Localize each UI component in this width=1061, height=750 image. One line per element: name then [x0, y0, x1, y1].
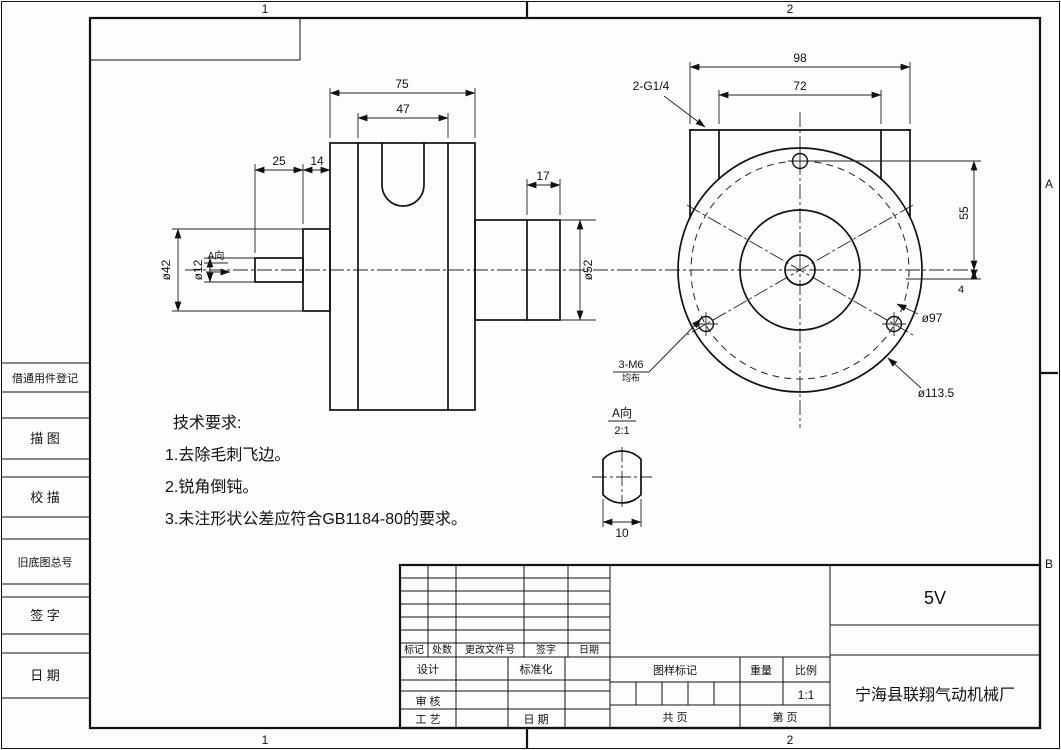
zone-right-a: A: [1045, 177, 1053, 191]
tb-date2: 日 期: [523, 713, 548, 726]
tech-req-title: 技术要求:: [173, 414, 241, 432]
tb-weight: 重量: [750, 663, 772, 677]
tb-part-code: 5V: [924, 588, 946, 608]
dim-dia113: ø113.5: [918, 386, 955, 400]
tb-total-pages: 共 页: [662, 711, 687, 724]
dim-14: 14: [310, 154, 324, 168]
dim-dia52: ø52: [581, 259, 595, 280]
zone-right-b: B: [1045, 557, 1053, 571]
tb-file: 更改文件号: [465, 643, 515, 656]
margin-old-no-label: 旧底图总号: [18, 555, 73, 569]
front-center-hole: [784, 254, 816, 286]
side-view-dimensions: 75 47 25 14 17 ø42 ø12 ø52 A向: [159, 77, 596, 321]
tb-company-name: 宁海县联翔气动机械厂: [855, 686, 1015, 704]
tech-req-line-1: 1.去除毛刺飞边。: [165, 446, 290, 464]
side-left-stub: [254, 257, 304, 283]
dim-47: 47: [396, 102, 410, 116]
view-a-label: A向: [208, 249, 225, 262]
dim-dia12: ø12: [191, 259, 205, 280]
dim-dia97: ø97: [922, 311, 943, 325]
detail-label: A向: [612, 405, 632, 420]
side-view-outline: [254, 142, 561, 411]
label-ports: 2-G1/4: [633, 79, 670, 93]
side-main-body: [329, 142, 476, 411]
dim-dia42: ø42: [159, 259, 173, 280]
front-view-outline: [677, 129, 923, 393]
front-bore-circle: [739, 209, 861, 331]
detail-shape: [602, 450, 642, 504]
tb-mark: 标记: [404, 644, 424, 656]
tb-page-no: 第 页: [772, 710, 797, 724]
zone-top-1: 1: [262, 2, 269, 16]
margin-date-label: 日 期: [30, 668, 60, 683]
dim-98: 98: [793, 51, 807, 65]
tb-craft: 工 艺: [415, 713, 440, 726]
front-view-dimensions: 98 72 2-G1/4 55 4 ø97 ø113.5 3-M6 均布: [613, 51, 981, 400]
tb-sign: 签字: [536, 643, 556, 656]
tb-scale-value: 1:1: [798, 688, 815, 702]
label-holes: 3-M6: [618, 359, 643, 371]
technical-requirements: 技术要求: 1.去除毛刺飞边。 2.锐角倒钝。 3.未注形状公差应符合GB118…: [165, 414, 467, 528]
drawing-frame: [88, 16, 1042, 730]
tb-date: 日期: [579, 644, 599, 656]
dim-4: 4: [958, 284, 964, 296]
front-bolt-circle: [690, 160, 910, 380]
margin-register-label: 借通用件登记: [12, 371, 78, 385]
tech-req-line-2: 2.锐角倒钝。: [165, 478, 258, 496]
dim-10: 10: [615, 526, 629, 540]
title-block: 标记 处数 更改文件号 签字 日期 设计 标准化 审 核 工 艺 日 期 图样标…: [398, 563, 1042, 730]
tb-scale: 比例: [795, 663, 817, 677]
dim-17: 17: [536, 169, 550, 183]
side-top-notch: [381, 142, 425, 207]
margin-proof-label: 校 描: [30, 490, 60, 505]
dim-75: 75: [395, 77, 409, 91]
margin-sign-label: 签 字: [30, 608, 60, 623]
dim-25: 25: [272, 154, 286, 168]
tb-standard: 标准化: [520, 662, 553, 676]
zone-bottom-1: 1: [262, 733, 269, 747]
front-outer-circle: [677, 147, 923, 393]
tb-audit: 审 核: [415, 694, 440, 708]
tb-qty: 处数: [432, 643, 452, 656]
side-right-boss: [474, 219, 561, 321]
detail-scale: 2:1: [614, 425, 629, 437]
left-margin-blocks: 借通用件登记 描 图 校 描 旧底图总号 签 字 日 期: [2, 362, 90, 699]
tb-design: 设计: [417, 663, 439, 676]
zone-bottom-2: 2: [787, 733, 794, 747]
tb-stamp: 图样标记: [653, 663, 697, 677]
tech-req-line-3: 3.未注形状公差应符合GB1184-80的要求。: [165, 509, 467, 528]
margin-trace-label: 描 图: [30, 431, 60, 446]
zone-top-2: 2: [787, 2, 794, 16]
dim-55: 55: [957, 206, 971, 220]
dim-72: 72: [793, 79, 807, 93]
detail-view-a: A向 2:1 10: [592, 405, 652, 540]
label-holes-note: 均布: [622, 372, 640, 383]
